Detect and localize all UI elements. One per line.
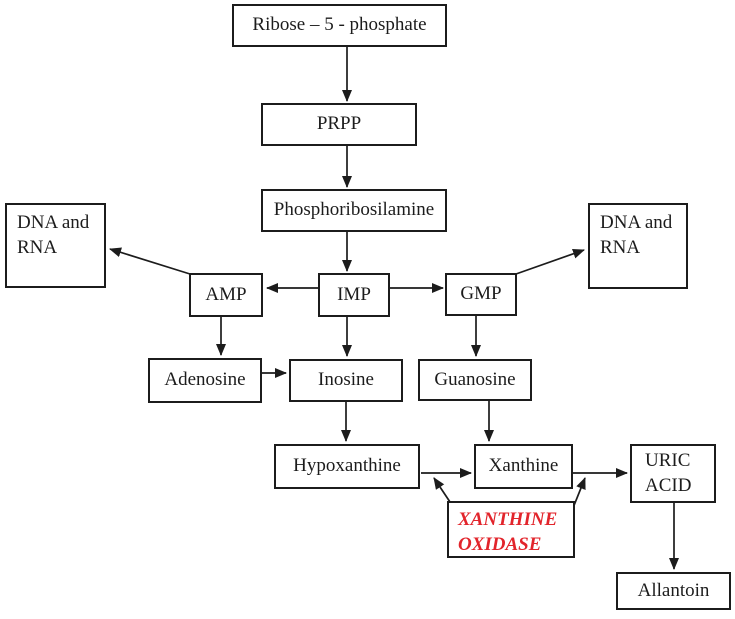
node-prpp-label: PRPP bbox=[316, 113, 362, 135]
node-allantoin-label: Allantoin bbox=[637, 579, 710, 601]
node-imp-label: IMP bbox=[337, 283, 371, 305]
node-xanthine-oxidase: XANTHINE OXIDASE bbox=[447, 501, 575, 558]
arrow-xanthine-oxidase-to-first-reaction bbox=[433, 477, 451, 503]
node-dna-rna-right: DNA and RNA bbox=[588, 203, 688, 289]
node-uric-acid-label: URIC ACID bbox=[645, 449, 692, 496]
node-amp: AMP bbox=[189, 273, 263, 317]
node-imp: IMP bbox=[318, 273, 390, 317]
node-ribose-5-phosphate: Ribose – 5 - phosphate bbox=[232, 4, 447, 47]
node-phosphoribosilamine-label: Phosphoribosilamine bbox=[273, 199, 435, 221]
node-dna-rna-left: DNA and RNA bbox=[5, 203, 106, 288]
node-adenosine-label: Adenosine bbox=[164, 369, 246, 391]
node-hypoxanthine: Hypoxanthine bbox=[274, 444, 420, 489]
node-gmp: GMP bbox=[445, 273, 517, 316]
node-inosine-label: Inosine bbox=[318, 369, 374, 391]
arrow-amp-to-dna-rna-left bbox=[109, 247, 191, 275]
node-allantoin: Allantoin bbox=[616, 572, 731, 610]
arrow-gmp-to-dna-rna-right bbox=[515, 248, 585, 275]
node-guanosine-label: Guanosine bbox=[434, 368, 516, 390]
node-dna-rna-left-label: DNA and RNA bbox=[17, 212, 90, 258]
node-dna-rna-right-label: DNA and RNA bbox=[600, 212, 673, 258]
node-adenosine: Adenosine bbox=[148, 358, 262, 403]
node-gmp-label: GMP bbox=[460, 283, 502, 305]
node-xanthine-label: Xanthine bbox=[488, 455, 559, 477]
node-xanthine-oxidase-label: XANTHINE OXIDASE bbox=[458, 509, 558, 555]
node-hypoxanthine-label: Hypoxanthine bbox=[293, 455, 401, 477]
node-amp-label: AMP bbox=[205, 283, 247, 305]
node-phosphoribosilamine: Phosphoribosilamine bbox=[261, 189, 447, 232]
node-prpp: PRPP bbox=[261, 103, 417, 146]
node-inosine: Inosine bbox=[289, 359, 403, 402]
node-guanosine: Guanosine bbox=[418, 359, 532, 401]
node-ribose-5-phosphate-label: Ribose – 5 - phosphate bbox=[252, 14, 427, 36]
node-xanthine: Xanthine bbox=[474, 444, 573, 489]
node-uric-acid: URIC ACID bbox=[630, 444, 716, 503]
